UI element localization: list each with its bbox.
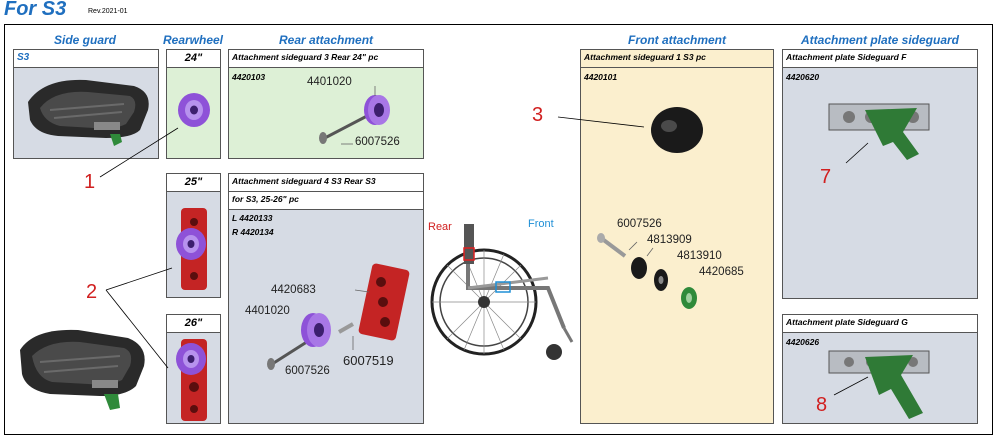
wheelchair-front-label: Front [528, 218, 554, 230]
heading-rearwheel: Rearwheel [162, 33, 224, 47]
red-bracket-25-icon [176, 208, 207, 290]
front-parts-image [597, 107, 703, 309]
plate-g-title: Attachment plate Sideguard G [783, 315, 977, 333]
rear-24-part-a: 4401020 [307, 76, 352, 88]
red-bracket-26-icon [176, 339, 207, 421]
front-part-d: 4420685 [699, 266, 744, 278]
page-title: For S3 [4, 0, 67, 20]
callout-1: 1 [84, 171, 96, 193]
heading-front-attachment: Front attachment [627, 33, 726, 47]
heading-rear-attachment: Rear attachment [278, 33, 374, 47]
callout-3: 3 [532, 104, 544, 126]
heading-attachment-plate: Attachment plate sideguard [800, 33, 960, 47]
side-guard-image-lower [20, 329, 145, 410]
plate-g-code: 4420626 [786, 337, 820, 347]
plate-f-title: Attachment plate Sideguard F [783, 50, 977, 68]
rear-2526-parts-image [267, 263, 410, 370]
rear-2526-title-1: Attachment sideguard 4 S3 Rear S3 [229, 174, 423, 192]
side-guard-image [28, 79, 149, 146]
rearwheel-25-box: 25" [166, 173, 221, 298]
rear-2526-code-r: R 4420134 [232, 227, 274, 237]
front-attachment-box: Attachment sideguard 1 S3 pc 4420101 600… [580, 49, 774, 424]
rearwheel-26-label: 26" [167, 315, 220, 333]
front-title: Attachment sideguard 1 S3 pc [581, 50, 773, 68]
rear-2526-part-d: 6007526 [285, 365, 330, 377]
front-part-c: 4813910 [677, 250, 722, 262]
rear-2526-part-b: 4401020 [245, 305, 290, 317]
rearwheel-24-label: 24" [167, 50, 220, 68]
rearwheel-25-label: 25" [167, 174, 220, 192]
side-guard-label: S3 [14, 50, 158, 68]
rear-24-code: 4420103 [232, 72, 266, 82]
side-guard-box: S3 [13, 49, 159, 159]
wheelchair-rear-label: Rear [428, 221, 452, 233]
diagram-frame [4, 24, 993, 435]
rearwheel-26-box: 26" [166, 314, 221, 424]
plate-g-image [828, 350, 930, 419]
plate-f-image [828, 103, 930, 160]
callout-2: 2 [86, 281, 98, 303]
plate-g-box: Attachment plate Sideguard G 4420626 [782, 314, 978, 424]
heading-side-guard: Side guard [53, 33, 116, 47]
callout-7: 7 [820, 166, 832, 188]
rear-2526-code-l: L 4420133 [232, 213, 273, 223]
rear-24-title: Attachment sideguard 3 Rear 24" pc [229, 50, 423, 68]
front-code: 4420101 [584, 72, 618, 82]
rear-24-part-b: 6007526 [355, 136, 400, 148]
rear-24-parts-image [319, 86, 390, 145]
rearwheel-24-box: 24" [166, 49, 221, 159]
revision-label: Rev.2021-01 [88, 8, 128, 15]
rear-attachment-24-box: Attachment sideguard 3 Rear 24" pc 44201… [228, 49, 424, 159]
plate-f-box: Attachment plate Sideguard F 4420620 [782, 49, 978, 299]
rear-attachment-2526-box: Attachment sideguard 4 S3 Rear S3 for S3… [228, 173, 424, 424]
purple-bushing-icon [178, 93, 210, 127]
rear-2526-part-a: 4420683 [271, 284, 316, 296]
front-part-a: 6007526 [617, 218, 662, 230]
wheelchair-image [430, 224, 574, 360]
plate-f-code: 4420620 [786, 72, 820, 82]
rear-2526-part-c: 6007519 [343, 353, 394, 368]
callout-8: 8 [816, 394, 828, 416]
rear-2526-title-2: for S3, 25-26" pc [229, 192, 423, 210]
front-part-b: 4813909 [647, 234, 692, 246]
